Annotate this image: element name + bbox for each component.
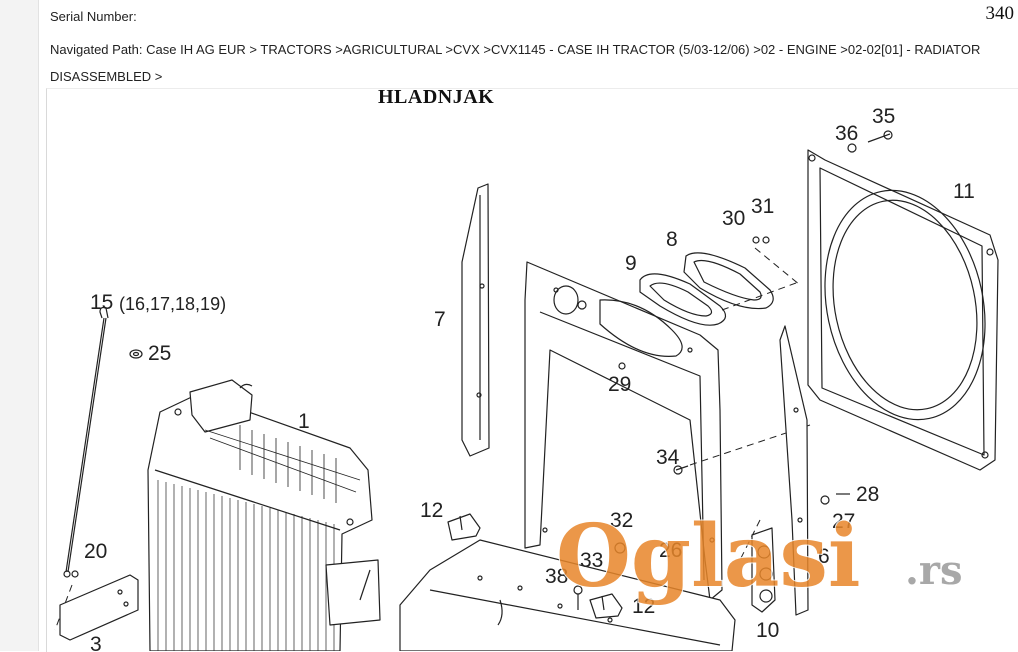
callout-30: 30 bbox=[722, 207, 745, 230]
serial-number-label: Serial Number: bbox=[50, 9, 137, 24]
svg-text:.rs: .rs bbox=[905, 547, 963, 594]
callout-11: 11 bbox=[953, 180, 975, 203]
page-number: 340 bbox=[985, 3, 1015, 24]
callout-34: 34 bbox=[656, 446, 680, 469]
callout-10: 10 bbox=[756, 619, 779, 642]
callout-12-right: 12 bbox=[632, 595, 655, 618]
callout-27: 27 bbox=[832, 510, 855, 533]
callout-3: 3 bbox=[90, 633, 102, 651]
callout-8: 8 bbox=[666, 228, 678, 251]
callout-20: 20 bbox=[84, 540, 107, 563]
callout-28: 28 bbox=[856, 483, 879, 506]
callout-32: 32 bbox=[610, 509, 633, 532]
callout-25: 25 bbox=[148, 342, 171, 365]
callout-35: 35 bbox=[872, 105, 895, 128]
callout-38: 38 bbox=[545, 565, 568, 588]
left-margin-strip bbox=[0, 0, 39, 651]
watermark-logo: Oglasi .rs bbox=[555, 505, 963, 608]
callout-1: 1 bbox=[298, 410, 310, 433]
callout-29: 29 bbox=[608, 373, 631, 396]
callout-33: 33 bbox=[580, 549, 603, 572]
callout-7: 7 bbox=[434, 308, 446, 331]
svg-text:Oglasi: Oglasi bbox=[556, 506, 861, 607]
callout-15-subparts: (16,17,18,19) bbox=[119, 294, 226, 314]
callout-6: 6 bbox=[818, 545, 830, 568]
callout-15: 15 bbox=[90, 291, 113, 314]
callout-31: 31 bbox=[751, 195, 774, 218]
callout-12-left: 12 bbox=[420, 499, 443, 522]
callout-26: 26 bbox=[659, 539, 682, 562]
diagram-title: HLADNJAK bbox=[378, 86, 495, 108]
callout-9: 9 bbox=[625, 252, 637, 275]
breadcrumb: Navigated Path: Case IH AG EUR > TRACTOR… bbox=[50, 42, 981, 84]
callout-36: 36 bbox=[835, 122, 858, 145]
